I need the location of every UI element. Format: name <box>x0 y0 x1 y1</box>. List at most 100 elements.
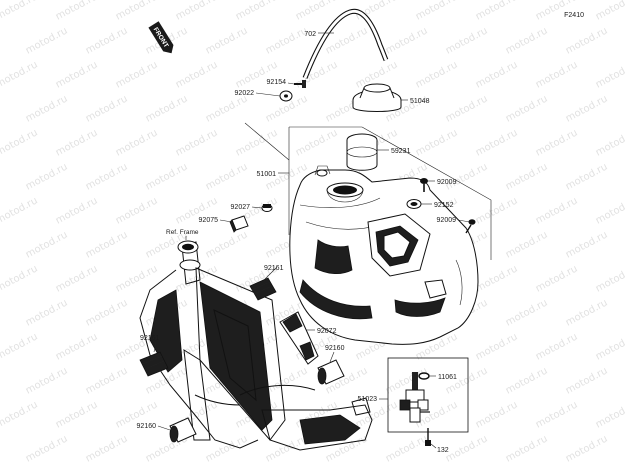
watermark-53: motod.ru <box>534 127 580 158</box>
callout-92161-lower: 92161 <box>140 335 160 342</box>
clamp-132 <box>425 428 431 446</box>
bolt-92009-upper <box>420 178 428 192</box>
watermark-25: motod.ru <box>174 59 220 90</box>
damper-92161-lower <box>139 351 169 377</box>
watermark-149: motod.ru <box>384 433 430 464</box>
watermark-34: motod.ru <box>84 93 130 124</box>
ref-frame-label: Ref. Frame <box>166 229 199 236</box>
watermark-140: motod.ru <box>474 399 520 430</box>
watermark-4: motod.ru <box>234 0 280 23</box>
watermark-107: motod.ru <box>504 297 550 328</box>
bolt-92009-lower <box>465 219 476 234</box>
watermark-78: motod.ru <box>84 229 130 260</box>
watermark-150: motod.ru <box>444 433 490 464</box>
watermark-48: motod.ru <box>234 127 280 158</box>
watermark-36: motod.ru <box>204 93 250 124</box>
watermark-152: motod.ru <box>564 433 610 464</box>
strap-92072 <box>279 311 319 365</box>
watermark-20: motod.ru <box>564 25 610 56</box>
figure-code: F2410 <box>564 12 584 19</box>
watermark-99: motod.ru <box>24 297 70 328</box>
washer-92152 <box>406 199 422 209</box>
watermark-77: motod.ru <box>24 229 70 260</box>
watermark-41: motod.ru <box>504 93 550 124</box>
watermark-130: motod.ru <box>564 365 610 396</box>
callout-92027: 92027 <box>231 204 251 211</box>
watermark-98: motod.ru <box>594 263 625 294</box>
callout-92072: 92072 <box>317 328 337 335</box>
watermark-74: motod.ru <box>474 195 520 226</box>
watermark-141: motod.ru <box>534 399 580 430</box>
leader-lines <box>153 32 471 449</box>
watermark-23: motod.ru <box>54 59 100 90</box>
watermark-122: motod.ru <box>84 365 130 396</box>
callout-92022: 92022 <box>235 90 255 97</box>
callout-92160-lower: 92160 <box>137 423 157 430</box>
watermark-31: motod.ru <box>534 59 580 90</box>
bolt-92154 <box>294 80 306 88</box>
watermark-42: motod.ru <box>564 93 610 124</box>
watermark-22: motod.ru <box>0 59 40 90</box>
watermark-89: motod.ru <box>54 263 100 294</box>
watermark-86: motod.ru <box>564 229 610 260</box>
watermark-132: motod.ru <box>0 399 40 430</box>
callout-92152: 92152 <box>434 202 454 209</box>
callout-51001: 51001 <box>257 171 277 178</box>
watermark-121: motod.ru <box>24 365 70 396</box>
watermark-138: motod.ru <box>354 399 400 430</box>
o-ring-11061 <box>418 372 430 380</box>
watermark-29: motod.ru <box>414 59 460 90</box>
watermark-2: motod.ru <box>114 0 160 23</box>
watermark-40: motod.ru <box>444 93 490 124</box>
watermark-35: motod.ru <box>144 93 190 124</box>
watermark-47: motod.ru <box>174 127 220 158</box>
watermark-128: motod.ru <box>444 365 490 396</box>
watermark-11: motod.ru <box>24 25 70 56</box>
watermark-67: motod.ru <box>54 195 100 226</box>
watermark-133: motod.ru <box>54 399 100 430</box>
watermark-151: motod.ru <box>504 433 550 464</box>
watermark-44: motod.ru <box>0 127 40 158</box>
callout-92154: 92154 <box>267 79 287 86</box>
watermark-108: motod.ru <box>564 297 610 328</box>
damper-92160-upper <box>317 359 345 385</box>
watermark-58: motod.ru <box>204 161 250 192</box>
watermark-14: motod.ru <box>204 25 250 56</box>
callout-92009-upper: 92009 <box>437 179 457 186</box>
watermark-3: motod.ru <box>174 0 220 23</box>
damper-92160-lower <box>169 417 197 443</box>
watermark-125: motod.ru <box>264 365 310 396</box>
watermark-1: motod.ru <box>54 0 100 23</box>
fuel-cap <box>352 83 402 112</box>
watermark-19: motod.ru <box>504 25 550 56</box>
watermark-15: motod.ru <box>264 25 310 56</box>
watermark-7: motod.ru <box>414 0 460 23</box>
watermark-129: motod.ru <box>504 365 550 396</box>
watermark-80: motod.ru <box>204 229 250 260</box>
watermark-119: motod.ru <box>534 331 580 362</box>
callout-51048: 51048 <box>410 98 430 105</box>
watermark-27: motod.ru <box>294 59 340 90</box>
callout-51023: 51023 <box>358 396 378 403</box>
damper-92161-upper <box>249 277 277 301</box>
watermark-18: motod.ru <box>444 25 490 56</box>
watermark-54: motod.ru <box>594 127 625 158</box>
watermark-57: motod.ru <box>144 161 190 192</box>
damper-92075 <box>229 215 249 233</box>
callout-92161-upper: 92161 <box>264 265 284 272</box>
callout-92075: 92075 <box>199 217 219 224</box>
watermark-55: motod.ru <box>24 161 70 192</box>
fuel-tank <box>289 165 479 345</box>
watermark-76: motod.ru <box>594 195 625 226</box>
watermark-10: motod.ru <box>594 0 625 23</box>
assembly-bracket <box>289 126 492 260</box>
watermark-5: motod.ru <box>294 0 340 23</box>
watermark-46: motod.ru <box>114 127 160 158</box>
watermark-32: motod.ru <box>594 59 625 90</box>
watermark-63: motod.ru <box>504 161 550 192</box>
grommet-92027 <box>261 204 273 212</box>
watermark-64: motod.ru <box>564 161 610 192</box>
callout-92160-upper: 92160 <box>325 345 345 352</box>
watermark-96: motod.ru <box>474 263 520 294</box>
